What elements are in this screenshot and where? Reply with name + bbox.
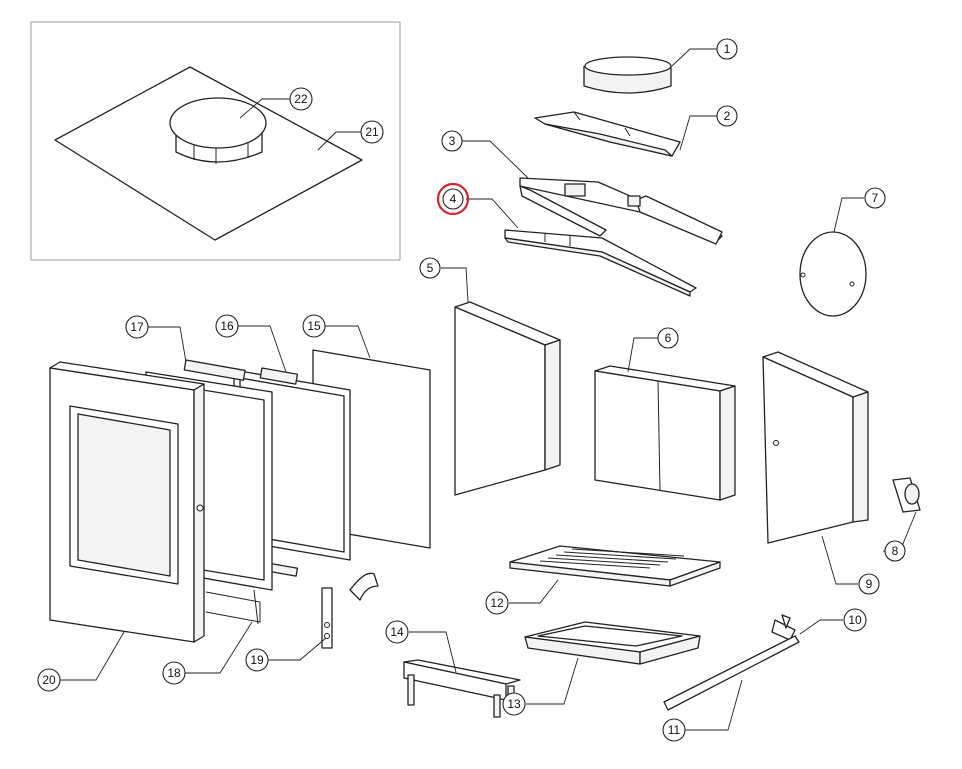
callout-label: 15 — [307, 319, 321, 333]
callout-3[interactable]: 3 — [441, 130, 463, 152]
part-18-door-gasket — [205, 589, 261, 625]
callout-label: 11 — [668, 723, 681, 737]
callout-6[interactable]: 6 — [657, 327, 679, 349]
callout-15[interactable]: 15 — [302, 314, 326, 338]
callout-label: 22 — [294, 92, 308, 106]
callout-2[interactable]: 2 — [716, 105, 738, 127]
callout-label: 12 — [490, 596, 504, 610]
callout-label: 2 — [724, 109, 731, 123]
callout-label: 18 — [167, 666, 181, 680]
leader-lines — [60, 48, 917, 731]
part-2-baffle-bracket — [534, 111, 681, 157]
callout-label: 3 — [449, 134, 456, 148]
callout-label: 16 — [220, 319, 234, 333]
part-7-round-cover — [799, 231, 867, 317]
callout-5[interactable]: 5 — [419, 257, 441, 279]
callout-10[interactable]: 10 — [843, 608, 867, 632]
callout-13[interactable]: 13 — [502, 692, 526, 716]
part-12-grate — [509, 545, 721, 587]
part-11-riddler-rod — [663, 635, 800, 711]
part-22-collar — [169, 97, 267, 164]
callout-9[interactable]: 9 — [858, 573, 880, 595]
callout-18[interactable]: 18 — [162, 661, 186, 685]
callout-20[interactable]: 20 — [37, 668, 61, 692]
part-3-baffle-frame — [519, 177, 723, 245]
part-13-ash-pan — [524, 621, 701, 665]
part-8-air-inlet — [892, 477, 921, 513]
callout-8[interactable]: 8 — [884, 540, 906, 562]
part-4-baffle-plate — [504, 229, 697, 297]
callout-label: 17 — [130, 320, 144, 334]
callout-17[interactable]: 17 — [125, 315, 149, 339]
callout-22[interactable]: 22 — [289, 87, 313, 111]
callout-19[interactable]: 19 — [245, 648, 269, 672]
callout-label: 4 — [450, 192, 457, 206]
highlight-ring — [436, 182, 470, 216]
callout-label: 9 — [866, 577, 873, 591]
part-20-door-frame — [49, 361, 205, 643]
callout-4[interactable]: 4 — [436, 182, 470, 216]
callout-label: 8 — [892, 544, 899, 558]
callout-label: 14 — [390, 625, 404, 639]
callout-21[interactable]: 21 — [360, 120, 384, 144]
callout-label: 20 — [42, 673, 56, 687]
callout-label: 19 — [250, 653, 264, 667]
callout-12[interactable]: 12 — [485, 591, 509, 615]
callout-label: 21 — [365, 125, 379, 139]
callout-16[interactable]: 16 — [215, 314, 239, 338]
callout-label: 1 — [724, 42, 731, 56]
callout-14[interactable]: 14 — [385, 620, 409, 644]
part-14-log-retainer — [403, 659, 521, 718]
part-1-flue-ring — [583, 56, 672, 94]
callout-label: 5 — [427, 261, 434, 275]
part-5-side-firebrick — [454, 301, 561, 496]
callout-11[interactable]: 11 — [662, 718, 686, 742]
callout-label: 10 — [848, 613, 862, 627]
callout-label: 7 — [872, 191, 879, 205]
callout-7[interactable]: 7 — [864, 187, 886, 209]
callout-1[interactable]: 1 — [716, 38, 738, 60]
part-19-door-latch — [321, 572, 379, 649]
part-6-back-firebricks — [594, 365, 736, 501]
part-9-right-side-panel — [762, 351, 869, 544]
callout-label: 6 — [665, 331, 672, 345]
part-10-riddler-handle — [771, 614, 796, 641]
callout-label: 13 — [507, 697, 521, 711]
